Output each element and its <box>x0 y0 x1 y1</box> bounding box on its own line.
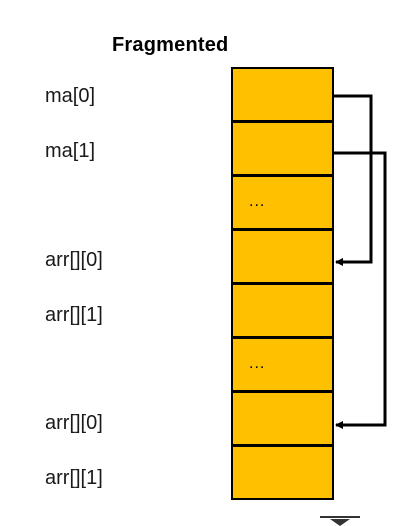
memory-cell <box>231 121 334 176</box>
label-ma-1: ma[1] <box>45 140 96 162</box>
label-arr-0-first: arr[][0] <box>45 249 103 271</box>
label-arr-1-first: arr[][1] <box>45 304 103 326</box>
memory-cell <box>231 445 334 500</box>
memory-cell-column: ... ... <box>231 67 334 500</box>
memory-cell <box>231 283 334 338</box>
label-arr-0-second: arr[][0] <box>45 412 103 434</box>
cell-ellipsis: ... <box>249 193 266 210</box>
memory-cell <box>231 391 334 446</box>
label-ma-0: ma[0] <box>45 85 96 107</box>
diagram-title: Fragmented <box>112 34 229 56</box>
bottom-triangle-icon <box>320 516 360 526</box>
memory-cell <box>231 67 334 122</box>
arrow-ma1-to-arr0 <box>334 151 387 429</box>
label-arr-1-second: arr[][1] <box>45 467 103 489</box>
cell-ellipsis: ... <box>249 355 266 372</box>
memory-cell: ... <box>231 337 334 392</box>
memory-cell <box>231 229 334 284</box>
memory-cell: ... <box>231 175 334 230</box>
arrow-ma0-to-arr0 <box>334 94 373 266</box>
